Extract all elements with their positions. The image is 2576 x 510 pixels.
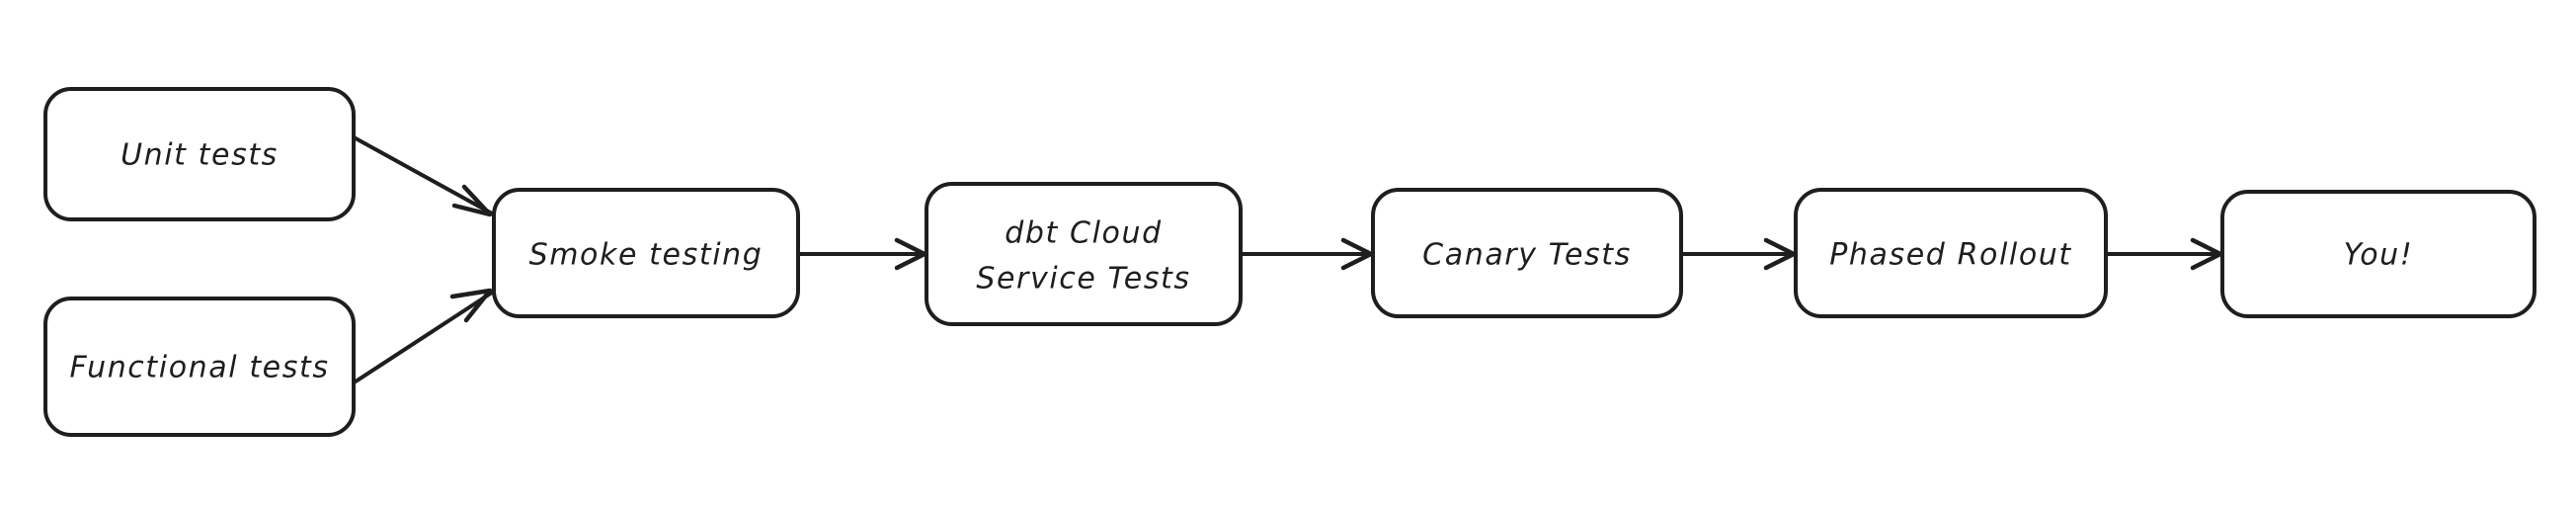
edge-functional-to-smoke [354,288,494,383]
node-label-dbt-cloud-line2: Service Tests [976,262,1190,297]
node-shape[interactable] [925,182,1243,326]
node-shape[interactable] [2220,190,2536,318]
node-shape[interactable] [1794,188,2108,318]
node-canary-tests[interactable]: Canary Tests [1371,188,1683,318]
node-functional-tests[interactable]: Functional tests [43,297,356,437]
edge-canary-to-phased [1679,237,1797,271]
arrow-head-icon [451,184,493,217]
node-dbt-cloud-service-tests[interactable]: dbt Cloud Service Tests [925,182,1243,326]
node-label-you: You! [2344,238,2414,273]
edge-dbt-to-canary [1239,237,1374,271]
node-label-smoke-testing: Smoke testing [529,238,764,273]
node-shape[interactable] [43,297,356,437]
arrow-head-icon [449,288,493,323]
edge-unit-to-smoke [354,136,494,217]
node-label-functional-tests: Functional tests [69,351,329,385]
node-you[interactable]: You! [2220,190,2536,318]
node-unit-tests[interactable]: Unit tests [43,87,356,221]
node-phased-rollout[interactable]: Phased Rollout [1794,188,2108,318]
node-label-phased-rollout: Phased Rollout [1829,238,2072,273]
edge-line [354,136,494,215]
node-shape[interactable] [43,87,356,221]
node-shape[interactable] [492,188,800,318]
edge-smoke-to-dbt [796,237,927,271]
edge-phased-to-you [2104,237,2223,271]
node-label-dbt-cloud-line1: dbt Cloud [1005,216,1162,251]
node-label-unit-tests: Unit tests [121,138,279,173]
node-label-canary-tests: Canary Tests [1422,238,1632,273]
node-smoke-testing[interactable]: Smoke testing [492,188,800,318]
edge-line [354,291,494,383]
node-shape[interactable] [1371,188,1683,318]
